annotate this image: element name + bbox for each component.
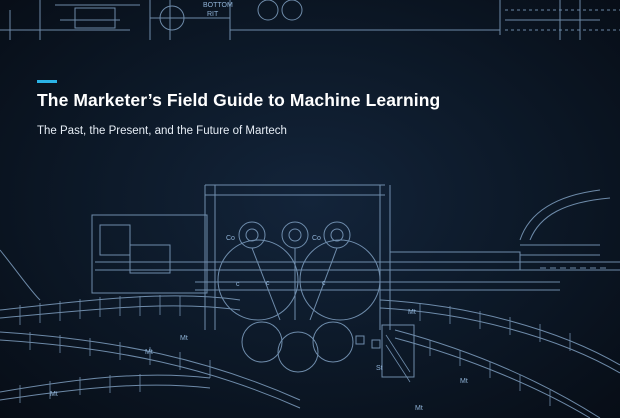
blueprint-label-mt-6: Mt: [415, 405, 423, 412]
blueprint-label-c-3: c: [236, 281, 240, 288]
blueprint-label-st: St: [376, 365, 383, 372]
blueprint-label-rit: RIT: [207, 11, 219, 18]
blueprint-label-mt-2: Mt: [145, 349, 153, 356]
blueprint-label-mt-1: Mt: [180, 335, 188, 342]
accent-bar: [37, 80, 57, 83]
blueprint-label-mt-4: Mt: [408, 309, 416, 316]
page-subtitle: The Past, the Present, and the Future of…: [37, 125, 287, 137]
blueprint-label-co-1: Co: [226, 235, 235, 242]
blueprint-label-mt-3: Mt: [50, 391, 58, 398]
blueprint-label-c-2: c: [322, 280, 326, 287]
blueprint-label-mt-5: Mt: [460, 378, 468, 385]
page-title: The Marketer’s Field Guide to Machine Le…: [37, 90, 441, 110]
blueprint-label-co-2: Co: [312, 235, 321, 242]
blueprint-label-bottom: BOTTOM: [203, 2, 233, 9]
blueprint-label-c-1: c: [266, 280, 270, 287]
